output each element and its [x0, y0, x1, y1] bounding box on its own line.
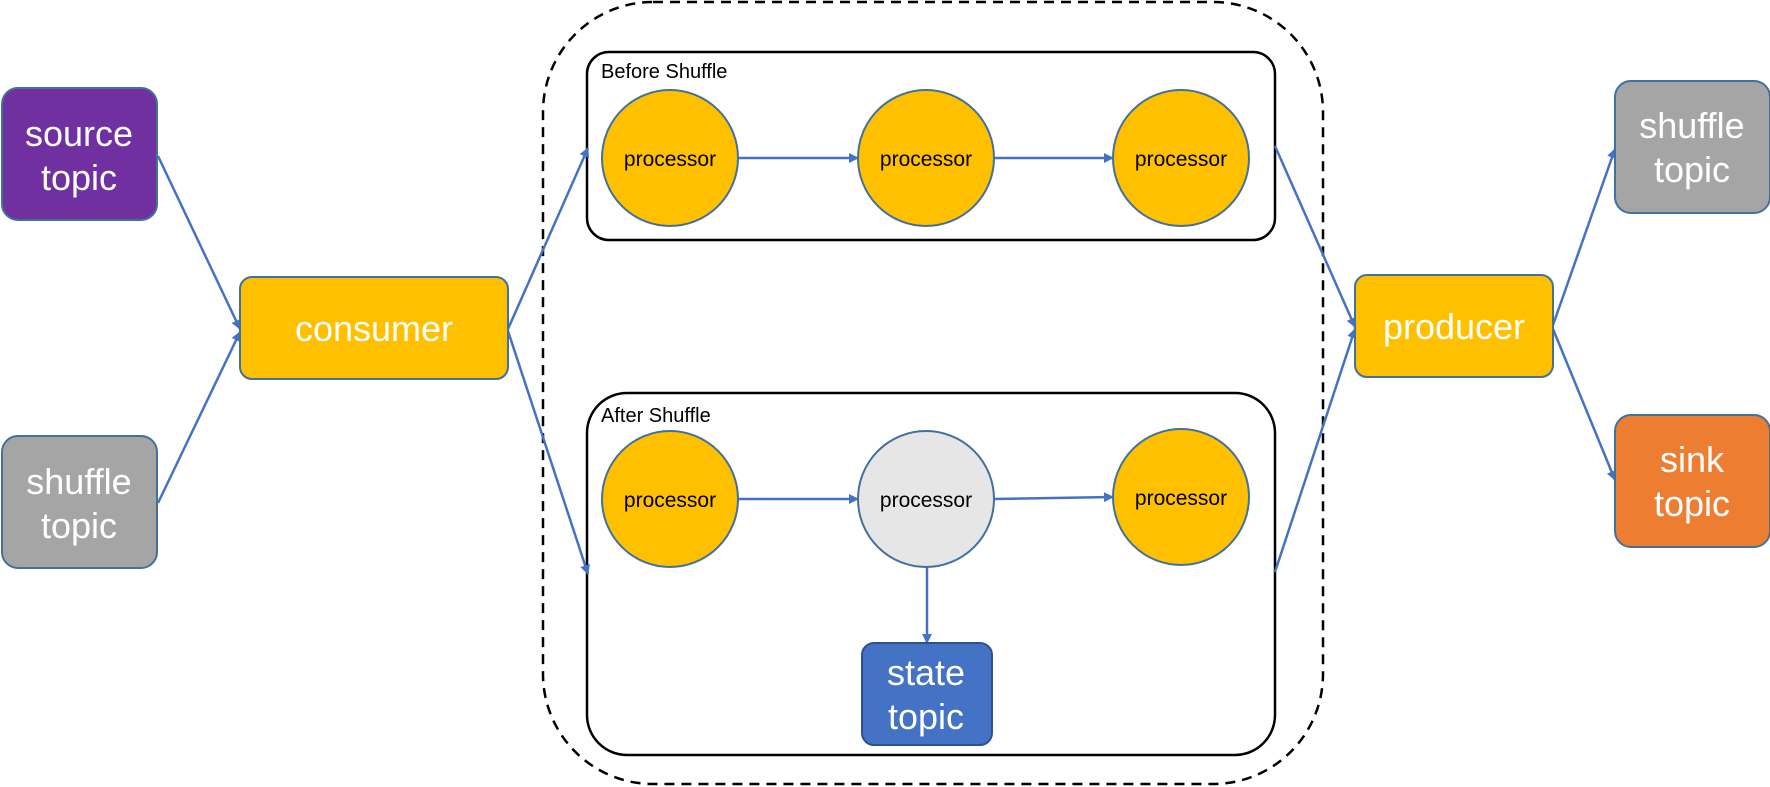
- producer-node: producer: [1354, 274, 1554, 378]
- before-processor-3-label: processor: [1135, 148, 1227, 171]
- consumer-label: consumer: [295, 308, 453, 349]
- edges: [156, 145, 1617, 644]
- edge-producer-to-sink: [1551, 328, 1617, 481]
- after-processor-2-stateful: processor: [857, 430, 995, 568]
- shuffle-topic-input-line2: topic: [41, 505, 117, 546]
- edge-after-to-producer: [1273, 328, 1357, 573]
- sink-topic-node: sink topic: [1614, 414, 1770, 548]
- sink-topic-line1: sink: [1660, 439, 1725, 480]
- edge-source-to-consumer: [156, 155, 242, 330]
- before-processor-2: processor: [857, 89, 995, 227]
- before-processor-3: processor: [1112, 89, 1250, 227]
- edge-consumer-to-after: [506, 330, 590, 575]
- edge-before-to-producer: [1273, 145, 1357, 328]
- after-processor-3-label: processor: [1135, 487, 1227, 510]
- source-topic-line2: topic: [41, 157, 117, 198]
- shuffle-topic-input-node: shuffle topic: [1, 435, 158, 569]
- after-processor-1: processor: [601, 430, 739, 568]
- shuffle-topic-output-node: shuffle topic: [1614, 80, 1770, 214]
- source-topic-node: source topic: [1, 87, 158, 221]
- source-topic-line1: source: [25, 113, 133, 154]
- edge-producer-to-shuffle: [1551, 148, 1617, 326]
- edge-after-p2-p3: [993, 492, 1114, 503]
- state-topic-node: state topic: [861, 642, 993, 746]
- state-topic-line2: topic: [888, 696, 964, 737]
- shuffle-topic-output-line2: topic: [1654, 149, 1730, 190]
- after-processor-3: processor: [1112, 428, 1250, 566]
- after-processor-1-label: processor: [624, 489, 716, 512]
- after-processor-2-label: processor: [880, 489, 972, 512]
- before-processor-1: processor: [601, 89, 739, 227]
- consumer-node: consumer: [239, 276, 509, 380]
- task-container: [541, 0, 1325, 786]
- producer-label: producer: [1383, 306, 1525, 347]
- before-shuffle-title: Before Shuffle: [601, 61, 727, 83]
- shuffle-topic-output-line1: shuffle: [1639, 105, 1744, 146]
- before-processor-1-label: processor: [624, 148, 716, 171]
- edge-consumer-to-before: [506, 147, 590, 330]
- shuffle-topic-input-line1: shuffle: [26, 461, 131, 502]
- state-topic-line1: state: [887, 652, 965, 693]
- sink-topic-line2: topic: [1654, 483, 1730, 524]
- before-processor-2-label: processor: [880, 148, 972, 171]
- edge-shuffle-to-consumer: [156, 331, 242, 504]
- after-shuffle-title: After Shuffle: [601, 405, 711, 427]
